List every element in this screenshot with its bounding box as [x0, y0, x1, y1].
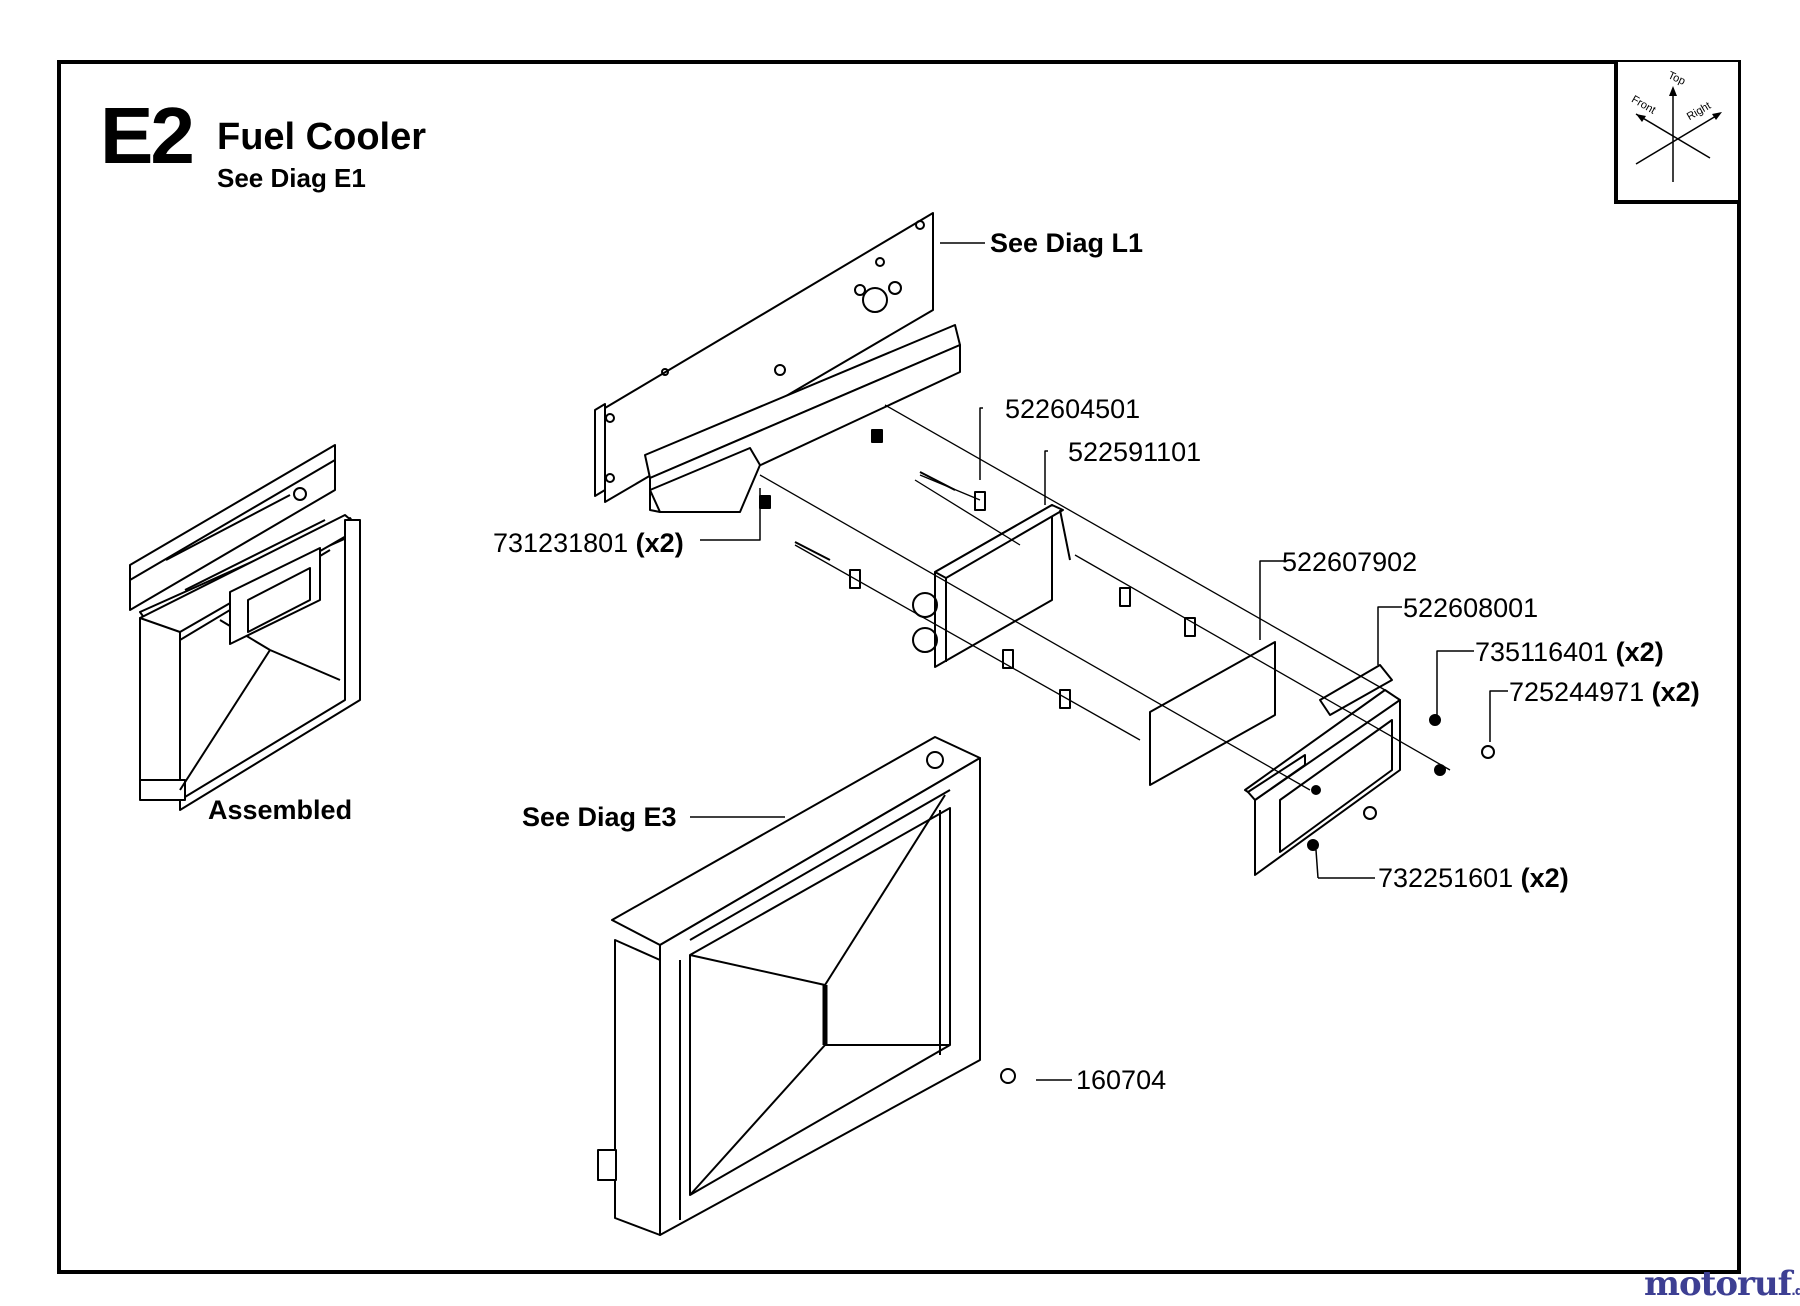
part-number: 732251601 [1378, 863, 1514, 893]
callout-part-731231801: 731231801 (x2) [493, 530, 684, 557]
mounting-bracket-part [595, 213, 960, 512]
assembled-caption: Assembled [208, 795, 353, 825]
callout-part-522591101: 522591101 [1068, 437, 1202, 467]
callout-part-522604501: 522604501 [1005, 394, 1141, 424]
callout-see-diag-e3: See Diag E3 [522, 802, 677, 832]
orientation-compass: Top Front Right [1614, 62, 1738, 204]
part-number: 735116401 [1475, 637, 1609, 667]
callout-part-732251601: 732251601 (x2) [1378, 865, 1569, 892]
diagram-reference: See Diag E1 [217, 163, 366, 193]
part-quantity: (x2) [635, 528, 684, 558]
callout-part-160704: 160704 [1076, 1065, 1167, 1095]
diagram-frame [57, 60, 1741, 1274]
callout-leader-lines [690, 243, 1508, 1080]
fasteners [1001, 715, 1494, 1083]
callout-part-735116401: 735116401 (x2) [1475, 639, 1664, 666]
cooler-shroud-part [1245, 665, 1400, 875]
brand-name: motoruf [1644, 1264, 1792, 1304]
pad-part [1150, 642, 1275, 785]
part-quantity: (x2) [1615, 637, 1664, 667]
orientation-axes-icon: Top Front Right [1629, 69, 1722, 182]
callout-see-diag-l1: See Diag L1 [990, 228, 1144, 258]
clip-parts [795, 472, 1195, 708]
assembled-view [130, 445, 360, 810]
radiator-part [598, 737, 980, 1235]
part-quantity: (x2) [1520, 863, 1569, 893]
part-number: 725244971 [1509, 677, 1645, 707]
brand-watermark-logo: motoruf.de [1644, 1264, 1800, 1304]
callout-part-522608001: 522608001 [1403, 593, 1539, 623]
diagram-title: Fuel Cooler [217, 116, 427, 158]
assembly-guide-lines [760, 405, 1450, 790]
diagram-code: E2 [100, 91, 195, 180]
fuel-cooler-core-part [913, 505, 1070, 667]
callout-part-725244971: 725244971 (x2) [1509, 679, 1700, 706]
part-number: 731231801 [493, 528, 629, 558]
callout-part-522607902: 522607902 [1282, 547, 1418, 577]
brand-tld: .de [1791, 1284, 1800, 1298]
part-quantity: (x2) [1651, 677, 1700, 707]
